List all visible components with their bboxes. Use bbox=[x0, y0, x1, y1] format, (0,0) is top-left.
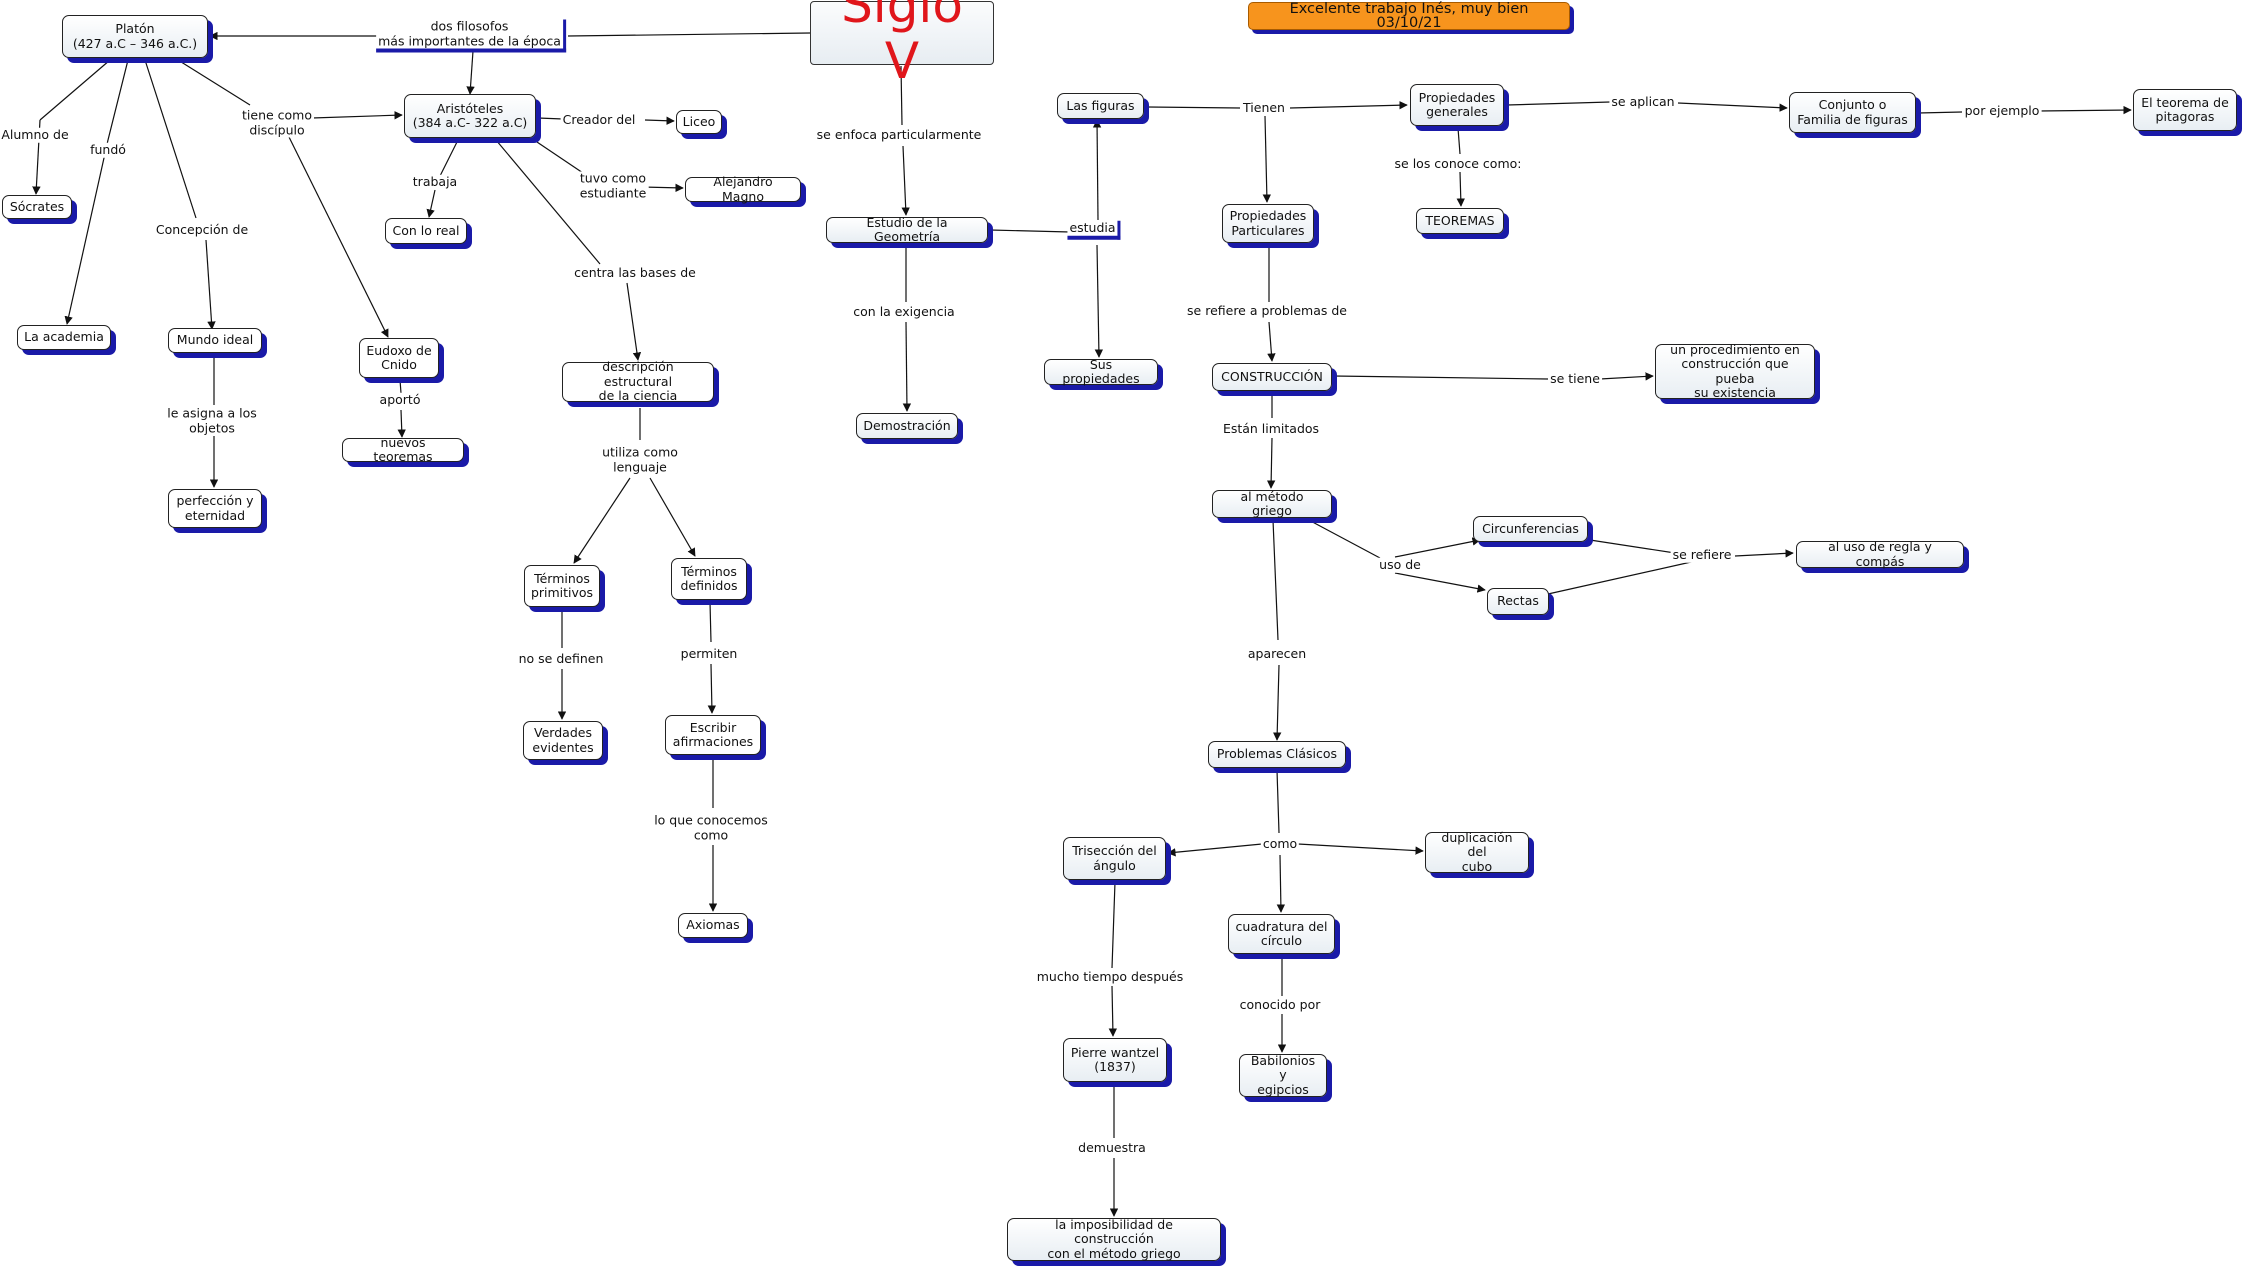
label-se-refiere-problemas: se refiere a problemas de bbox=[1185, 302, 1349, 319]
node-platon[interactable]: Platón (427 a.C – 346 a.C.) bbox=[62, 15, 208, 58]
node-la-academia[interactable]: La academia bbox=[17, 325, 111, 350]
map-title: Siglo V bbox=[810, 0, 994, 89]
node-babilonios-egipcios[interactable]: Babilonios y egipcios bbox=[1239, 1053, 1327, 1097]
node-sus-propiedades[interactable]: Sus propiedades bbox=[1044, 357, 1158, 386]
label-mucho-tiempo-despues: mucho tiempo después bbox=[1034, 968, 1186, 985]
node-demostracion[interactable]: Demostración bbox=[856, 413, 958, 439]
label-dos-filosofos: dos filosofos más importantes de la époc… bbox=[376, 19, 566, 53]
node-descripcion-estructural[interactable]: descripción estructural de la ciencia bbox=[562, 360, 714, 403]
label-creador-del: Creador del bbox=[560, 111, 638, 128]
node-imposibilidad-construccion[interactable]: la imposibilidad de construcción con el … bbox=[1007, 1217, 1221, 1261]
label-tiene-discipulo: tiene como discípulo bbox=[240, 107, 314, 138]
node-teoremas[interactable]: TEOREMAS bbox=[1416, 208, 1504, 234]
node-con-lo-real[interactable]: Con lo real bbox=[385, 218, 467, 244]
label-utiliza-lenguaje: utiliza como lenguaje bbox=[600, 444, 680, 475]
label-uso-de: uso de bbox=[1377, 556, 1423, 573]
node-mundo-ideal[interactable]: Mundo ideal bbox=[168, 328, 262, 353]
label-aparecen: aparecen bbox=[1245, 645, 1309, 662]
label-con-la-exigencia: con la exigencia bbox=[851, 303, 957, 320]
label-por-ejemplo: por ejemplo bbox=[1962, 102, 2042, 119]
label-estudia: estudia bbox=[1067, 220, 1121, 240]
label-estan-limitados: Están limitados bbox=[1220, 420, 1322, 437]
node-triseccion-angulo[interactable]: Trisección del ángulo bbox=[1063, 837, 1166, 880]
label-se-aplican: se aplican bbox=[1609, 93, 1677, 110]
node-pierre-wantzel[interactable]: Pierre wantzel (1837) bbox=[1063, 1038, 1167, 1082]
label-se-enfoca: se enfoca particularmente bbox=[814, 126, 984, 143]
node-duplicacion-cubo[interactable]: duplicación del cubo bbox=[1425, 830, 1529, 874]
node-problemas-clasicos[interactable]: Problemas Clásicos bbox=[1208, 741, 1346, 768]
node-perfeccion-eternidad[interactable]: perfección y eternidad bbox=[168, 489, 262, 528]
node-estudio-geometria[interactable]: Estudio de la Geometría bbox=[826, 215, 988, 244]
node-terminos-primitivos[interactable]: Términos primitivos bbox=[524, 565, 600, 607]
label-aporto: aportó bbox=[377, 391, 423, 408]
label-lo-que-conocemos: lo que conocemos como bbox=[652, 812, 770, 843]
node-procedimiento[interactable]: un procedimiento en construcción que pue… bbox=[1655, 342, 1815, 400]
node-terminos-definidos[interactable]: Términos definidos bbox=[671, 558, 747, 600]
node-cuadratura-circulo[interactable]: cuadratura del círculo bbox=[1228, 914, 1335, 954]
node-socrates[interactable]: Sócrates bbox=[2, 195, 72, 219]
label-concepcion-de: Concepción de bbox=[153, 221, 251, 238]
node-nuevos-teoremas[interactable]: nuevos teoremas bbox=[342, 435, 464, 464]
label-permiten: permiten bbox=[678, 645, 740, 662]
node-circunferencias[interactable]: Circunferencias bbox=[1473, 516, 1588, 542]
node-eudoxo[interactable]: Eudoxo de Cnido bbox=[359, 338, 439, 378]
label-se-tiene: se tiene bbox=[1548, 370, 1602, 387]
node-conjunto-familia[interactable]: Conjunto o Familia de figuras bbox=[1789, 92, 1916, 133]
label-conocido-por: conocido por bbox=[1237, 996, 1323, 1013]
node-verdades-evidentes[interactable]: Verdades evidentes bbox=[523, 721, 603, 760]
node-rectas[interactable]: Rectas bbox=[1487, 588, 1549, 615]
node-construccion[interactable]: CONSTRUCCIÓN bbox=[1212, 363, 1332, 391]
node-metodo-griego[interactable]: al método griego bbox=[1212, 489, 1332, 518]
label-tienen: Tienen bbox=[1241, 99, 1287, 116]
node-las-figuras[interactable]: Las figuras bbox=[1057, 93, 1144, 119]
label-como: como bbox=[1260, 835, 1300, 852]
node-axiomas[interactable]: Axiomas bbox=[678, 913, 748, 938]
node-regla-compas[interactable]: al uso de regla y compás bbox=[1796, 539, 1964, 568]
label-demuestra: demuestra bbox=[1076, 1139, 1148, 1156]
node-propiedades-generales[interactable]: Propiedades generales bbox=[1410, 84, 1504, 126]
node-propiedades-particulares[interactable]: Propiedades Particulares bbox=[1222, 204, 1314, 243]
node-liceo[interactable]: Liceo bbox=[676, 110, 722, 134]
node-aristoteles[interactable]: Aristóteles (384 a.C- 322 a.C) bbox=[404, 94, 536, 138]
node-teorema-pitagoras[interactable]: El teorema de pitagoras bbox=[2133, 89, 2237, 131]
teacher-note: Excelente trabajo Inés, muy bien 03/10/2… bbox=[1248, 1, 1570, 30]
label-tuvo-estudiante: tuvo como estudiante bbox=[577, 170, 649, 201]
label-alumno-de: Alumno de bbox=[0, 126, 71, 143]
label-asigna-objetos: le asigna a los objetos bbox=[165, 405, 259, 436]
label-se-los-conoce-como: se los conoce como: bbox=[1392, 155, 1524, 172]
label-centra-bases: centra las bases de bbox=[572, 264, 698, 281]
label-no-se-definen: no se definen bbox=[516, 650, 606, 667]
node-alejandro-magno[interactable]: Alejandro Magno bbox=[685, 174, 801, 203]
label-trabaja: trabaja bbox=[410, 173, 460, 190]
node-escribir-afirmaciones[interactable]: Escribir afirmaciones bbox=[665, 715, 761, 755]
label-fundo: fundó bbox=[88, 141, 128, 158]
label-se-refiere: se refiere bbox=[1670, 546, 1734, 563]
